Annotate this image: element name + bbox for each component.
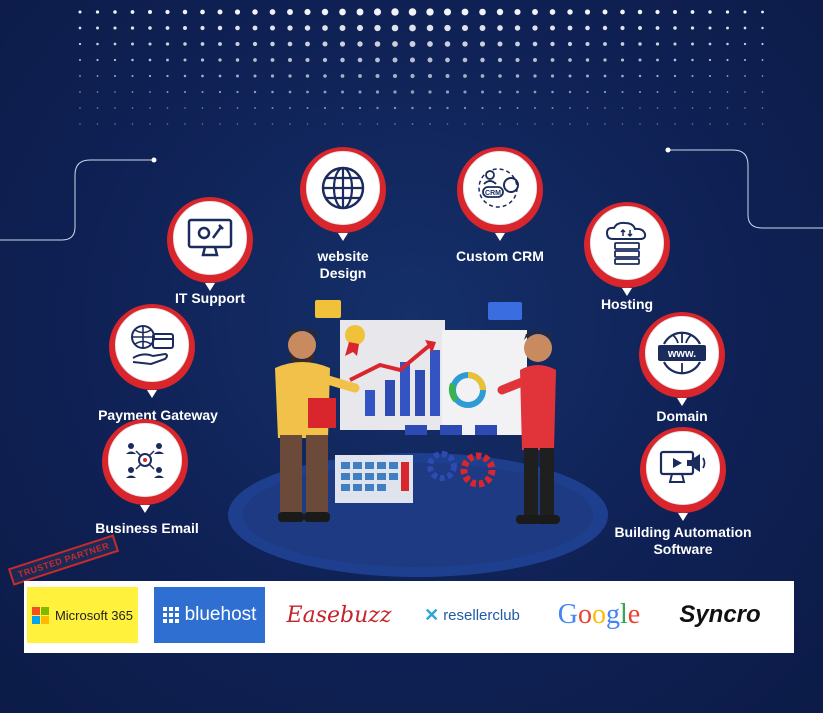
trusted-partner-stamp: TRUSTED PARTNER	[7, 534, 120, 586]
service-badge: www.	[639, 312, 725, 406]
service-badge	[109, 304, 195, 398]
service-label: Custom CRM	[456, 248, 544, 264]
service-label: IT Support	[175, 290, 245, 306]
globe-card-hand-icon	[131, 325, 174, 366]
service-badge	[300, 147, 386, 241]
service-label: Building Automation Software	[614, 524, 752, 557]
svg-text:CRM: CRM	[485, 190, 501, 197]
partner-google[interactable]: Google	[544, 587, 654, 643]
www-globe-icon: www.	[658, 331, 706, 375]
crm-gear-icon: CRM	[478, 168, 519, 208]
globe-icon	[321, 166, 365, 210]
partner-logos-strip: Microsoft 365 bluehost Easebuzz ✕ resell…	[24, 581, 794, 653]
microsoft-grid-icon	[31, 606, 49, 624]
service-badge	[584, 202, 670, 296]
team-analytics-illustration	[228, 300, 608, 577]
svg-text:www.: www.	[667, 348, 696, 360]
video-monitor-megaphone-icon	[659, 450, 706, 483]
monitor-gear-icon	[187, 218, 233, 257]
service-label: Hosting	[600, 296, 654, 312]
partner-name: resellerclub	[443, 606, 520, 624]
resellerclub-x-icon: ✕	[424, 604, 440, 625]
dot-pattern	[78, 8, 764, 125]
service-badge	[167, 197, 253, 291]
service-label: Business Email	[95, 520, 199, 536]
bluehost-grid-icon	[162, 607, 179, 623]
partner-name: Easebuzz	[286, 602, 392, 628]
partner-bluehost[interactable]: bluehost	[154, 587, 265, 643]
service-badge: CRM	[457, 147, 543, 241]
partner-resellerclub[interactable]: ✕ resellerclub	[412, 587, 532, 643]
partner-easebuzz[interactable]: Easebuzz	[279, 587, 399, 643]
partner-microsoft-365[interactable]: Microsoft 365	[27, 587, 138, 643]
partner-name: bluehost	[184, 604, 257, 625]
partner-syncro[interactable]: Syncro	[670, 587, 770, 643]
partner-name: Google	[557, 599, 641, 630]
service-label: Payment Gateway	[98, 407, 218, 423]
partner-name: Microsoft 365	[54, 607, 134, 623]
partner-name: Syncro	[679, 601, 761, 628]
service-badge	[640, 427, 726, 521]
service-badge	[102, 419, 188, 513]
service-label: Domain	[656, 408, 708, 424]
service-label: website Design	[317, 248, 369, 281]
people-target-icon	[126, 443, 164, 478]
cloud-server-icon	[605, 221, 647, 265]
